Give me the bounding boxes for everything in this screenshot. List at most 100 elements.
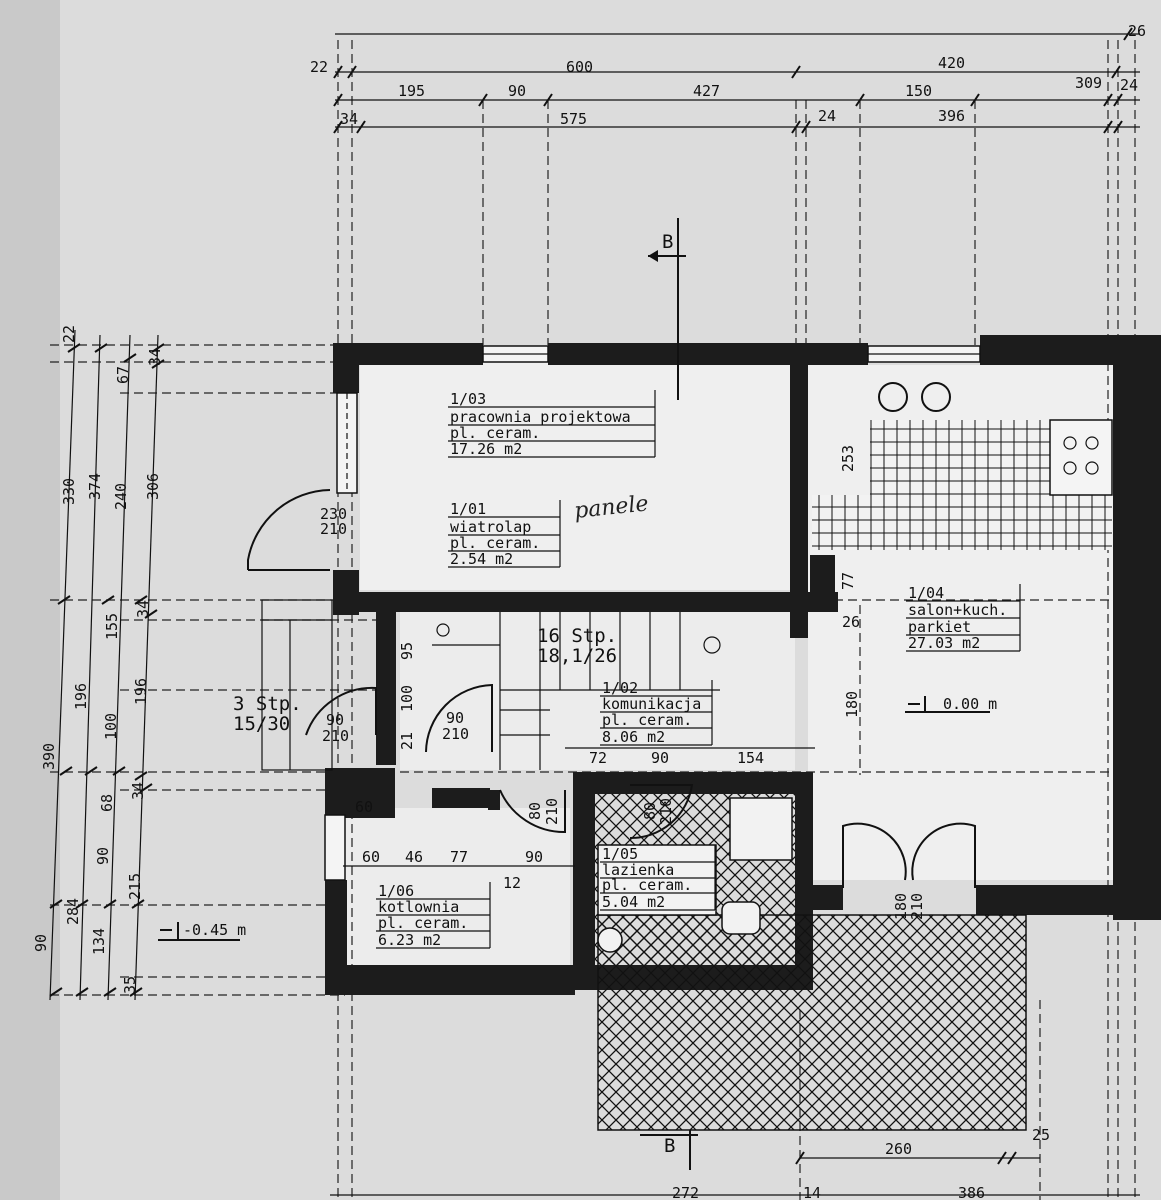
stairs-main-count: 16 Stp.: [537, 625, 617, 647]
dim-left-90: 90: [32, 934, 50, 952]
dim-253: 253: [839, 445, 857, 472]
level-lower: -0.45 m: [183, 921, 246, 939]
dim-top-22: 22: [310, 58, 328, 76]
dim-top-195: 195: [398, 82, 425, 100]
dim-90-wc: 90: [525, 848, 543, 866]
dim-top-420: 420: [938, 54, 965, 72]
room-1-04-name: salon+kuch.: [908, 601, 1007, 619]
dim-154: 154: [737, 749, 764, 767]
door-wc-height: 210: [543, 798, 561, 825]
entry-steps: [261, 599, 333, 771]
door-wc-width: 80: [526, 802, 544, 820]
door-terrace-height: 210: [908, 893, 926, 920]
dim-top-34: 34: [340, 110, 358, 128]
room-1-04-number: 1/04: [908, 584, 944, 602]
room-1-01-area: 2.54 m2: [450, 550, 513, 568]
dim-bottom-14: 14: [803, 1184, 821, 1200]
dim-left-35: 35: [121, 976, 139, 994]
dim-left-374: 374: [86, 473, 104, 500]
dim-left-67: 67: [114, 366, 132, 384]
dim-top-427: 427: [693, 82, 720, 100]
room-1-06-number: 1/06: [378, 882, 414, 900]
dim-100: 100: [398, 685, 416, 712]
level-marker-icons: [158, 696, 990, 941]
dim-top-90: 90: [508, 82, 526, 100]
dim-left-196b: 196: [132, 678, 150, 705]
dim-left-22: 22: [60, 325, 78, 343]
dim-77b: 77: [450, 848, 468, 866]
door-terrace-width: 180: [892, 893, 910, 920]
stairs-entry-size: 15/30: [233, 713, 290, 735]
dim-bottom-386: 386: [958, 1184, 985, 1200]
dim-60: 60: [355, 798, 373, 816]
dim-left-134: 134: [90, 928, 108, 955]
dim-21: 21: [398, 732, 416, 750]
shower-icon: [597, 927, 623, 953]
room-1-06-name: kotlownia: [378, 898, 459, 916]
dim-26: 26: [842, 613, 860, 631]
walls: [325, 335, 1161, 995]
dim-90-hall: 90: [651, 749, 669, 767]
door-hall-height: 210: [442, 725, 469, 743]
dim-left-34c: 34: [129, 782, 147, 800]
door-swings: [247, 489, 976, 888]
bottom-dimension-chain: [330, 1151, 1140, 1196]
dim-left-240: 240: [112, 483, 130, 510]
dim-left-90b: 90: [94, 847, 112, 865]
dim-top-24: 24: [1120, 76, 1138, 94]
bathtub: [729, 797, 793, 861]
room-1-02-number: 1/02: [602, 679, 638, 697]
dim-180: 180: [843, 691, 861, 718]
dim-left-390: 390: [40, 743, 58, 770]
windows: [324, 345, 981, 881]
room-1-01-floor: pl. ceram.: [450, 534, 540, 552]
room-1-06-area: 6.23 m2: [378, 931, 441, 949]
left-dimension-chains: [49, 329, 165, 1001]
stove-icon: [878, 382, 1099, 475]
dim-left-215: 215: [126, 873, 144, 900]
room-1-05-name: lazienka: [602, 861, 674, 879]
section-label-top: B: [662, 231, 673, 253]
door-labels: 230 210 90 210 90 210 80 210 80 210 180 …: [320, 505, 926, 920]
top-dimension-chains: [333, 27, 1140, 134]
stairs-entry-count: 3 Stp.: [233, 693, 302, 715]
room-1-03-area: 17.26 m2: [450, 440, 522, 458]
dim-top-24b: 24: [818, 107, 836, 125]
room-1-03-name: pracownia projektowa: [450, 408, 631, 426]
room-1-05-floor: pl. ceram.: [602, 876, 692, 894]
level-main: 0.00 m: [943, 695, 997, 713]
dim-left-34b: 34: [134, 600, 152, 618]
stairs-main-size: 18,1/26: [537, 645, 617, 667]
room-1-04-floor: parkiet: [908, 618, 971, 636]
dim-left-306: 306: [144, 473, 162, 500]
inner-dimension-labels: 253 77 26 180 95 100 21 72 90 154 60 60 …: [355, 445, 861, 892]
dim-bottom-272: 272: [672, 1184, 699, 1200]
dim-top-150: 150: [905, 82, 932, 100]
door-bath-width: 80: [641, 802, 659, 820]
door-hall-width: 90: [446, 709, 464, 727]
dim-left-34: 34: [146, 348, 164, 366]
room-1-03-floor: pl. ceram.: [450, 424, 540, 442]
room-1-06-floor: pl. ceram.: [378, 914, 468, 932]
section-line-b: [640, 218, 698, 1170]
dim-left-196: 196: [72, 683, 90, 710]
room-1-01-name: wiatrolap: [450, 518, 531, 536]
room-1-02-name: komunikacja: [602, 695, 701, 713]
main-staircase: [432, 612, 721, 770]
dim-77: 77: [839, 572, 857, 590]
room-1-04-area: 27.03 m2: [908, 634, 980, 652]
door-entry-height: 210: [320, 520, 347, 538]
dim-top-396: 396: [938, 107, 965, 125]
dim-top-600: 600: [566, 58, 593, 76]
door-bath-height: 210: [657, 798, 675, 825]
dim-left-100: 100: [102, 713, 120, 740]
dim-72: 72: [589, 749, 607, 767]
washbasin: [721, 901, 761, 935]
kitchen-tile-floor: [870, 420, 1050, 495]
dim-left-330: 330: [60, 478, 78, 505]
dim-left-284: 284: [64, 898, 82, 925]
left-dimension-labels: 22 330 390 90 374 196 284 67 240 155 100…: [32, 325, 164, 994]
dim-top-309: 309: [1075, 74, 1102, 92]
dim-12: 12: [503, 874, 521, 892]
